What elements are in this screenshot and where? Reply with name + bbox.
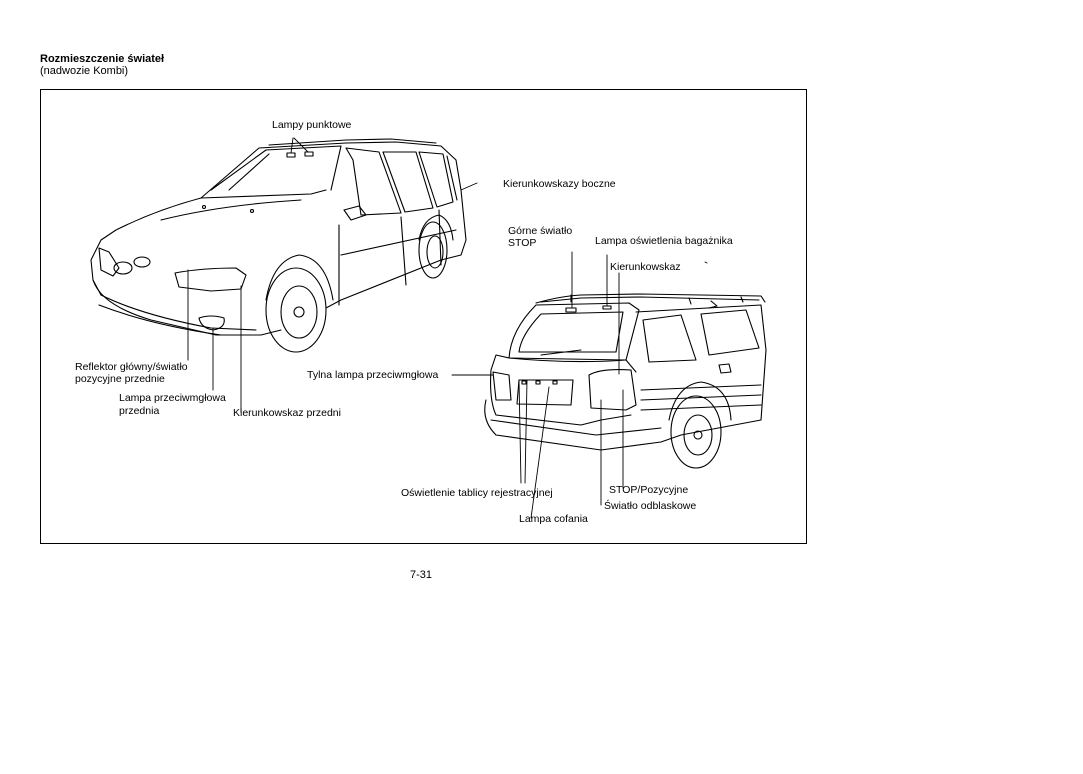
label-spot-lamps: Lampy punktowe [272,119,352,131]
page-subtitle: (nadwozie Kombi) [40,65,129,77]
label-front-fog-line2: przednia [119,405,160,417]
label-front-fog-line1: Lampa przeciwmgłowa [119,392,226,404]
label-trunk-light: Lampa oświetlenia bagażnika [595,235,733,247]
leader-lines [187,137,708,519]
rear-car-illustration [484,293,767,469]
label-front-turn-signal: Kierunkowskaz przedni [233,407,341,419]
label-rear-fog: Tylna lampa przeciwmgłowa [307,369,439,381]
front-car-illustration [90,138,467,353]
label-stop-position: STOP/Pozycyjne [609,484,689,496]
label-rear-turn-signal: Kierunkowskaz [610,261,681,273]
label-headlight-line1: Reflektor główny/światło [75,361,188,373]
diagram-svg [90,137,767,519]
label-reflector: Światło odblaskowe [604,500,697,512]
label-headlight-line2: pozycyjne przednie [75,373,165,385]
label-side-turn-signals: Kierunkowskazy boczne [503,178,616,190]
page-number: 7-31 [410,569,433,581]
label-high-stop-line2: STOP [508,237,537,249]
label-reverse-lamp: Lampa cofania [519,513,588,525]
diagram-frame: Lampy punktowe Kierunkowskazy boczne Gór… [40,89,807,544]
label-high-stop-line1: Górne światło [508,225,573,237]
page-title: Rozmieszczenie świateł [40,53,165,65]
label-plate-light: Oświetlenie tablicy rejestracyjnej [401,487,553,499]
